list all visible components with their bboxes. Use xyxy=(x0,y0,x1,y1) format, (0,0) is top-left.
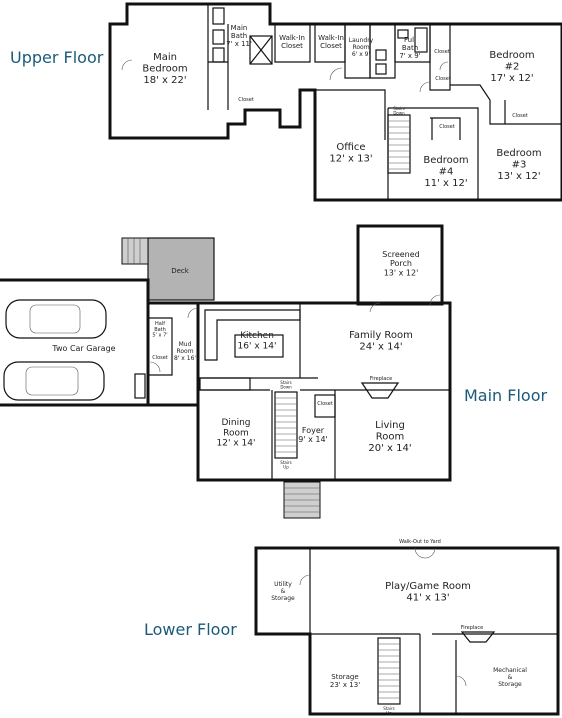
upper-closet-label-3: Closet xyxy=(435,76,451,82)
upper-floor-title: Upper Floor xyxy=(10,48,104,67)
two-car-garage-label: Two Car Garage xyxy=(51,344,115,353)
deck xyxy=(147,237,215,301)
lower-floor-outer-wall xyxy=(254,546,560,716)
deck-label: Deck xyxy=(171,267,190,275)
upper-closet-label-1: Closet xyxy=(238,97,254,103)
fireplace-label-main: Fireplace xyxy=(370,376,392,382)
walk-out-label: Walk-Out to Yard xyxy=(399,539,441,545)
upper-floor-outer-wall xyxy=(108,2,562,202)
upper-floor xyxy=(108,2,562,202)
lower-floor xyxy=(254,546,560,716)
main-floor-outer-wall xyxy=(196,301,452,482)
main-closet-label-1: Closet xyxy=(152,355,168,361)
main-floor xyxy=(0,224,452,519)
garage-wall xyxy=(0,278,150,407)
deck-stairs xyxy=(121,237,149,265)
car-top xyxy=(5,299,107,339)
upper-closet-label-4: Closet xyxy=(439,124,455,130)
mechanical-storage-label: Mechanical&Storage xyxy=(493,667,527,688)
main-closet-label-2: Closet xyxy=(317,401,333,407)
upper-closet-label-5: Closet xyxy=(512,113,528,119)
upper-closet-label-2: Closet xyxy=(434,49,450,55)
car-bottom xyxy=(3,361,105,401)
fireplace-label-lower: Fireplace xyxy=(461,625,483,631)
utility-storage-label: Utility&Storage xyxy=(271,581,295,602)
lower-floor-title: Lower Floor xyxy=(144,620,237,639)
main-floor-title: Main Floor xyxy=(464,386,548,405)
